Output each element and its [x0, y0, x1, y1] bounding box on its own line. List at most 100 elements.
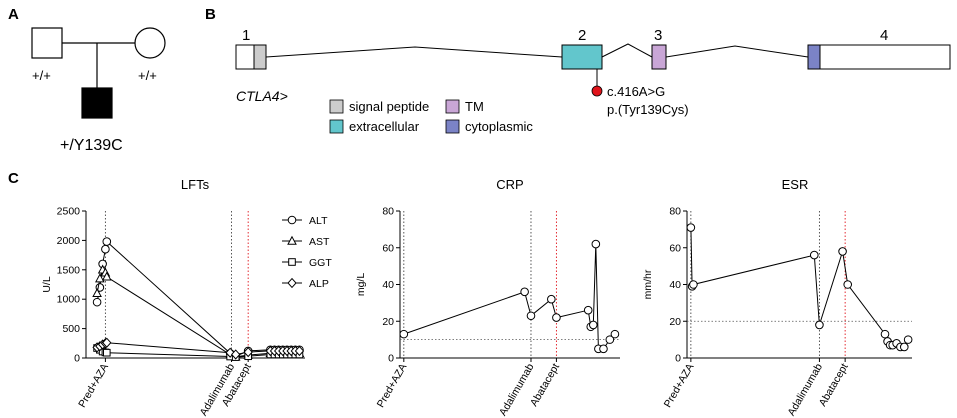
exon-2-number: 2 — [578, 27, 586, 44]
esr-point-esr — [809, 250, 819, 260]
father-symbol — [31, 27, 63, 59]
legend-label-extracellular: extracellular — [349, 119, 420, 134]
esr-xtick-label-pred-aza: Pred+AZA — [662, 362, 697, 410]
legend-swatch-extracellular — [329, 119, 344, 134]
crp-point-crp — [399, 329, 409, 339]
lfts-point-alt — [101, 244, 110, 254]
panel-letter-a: A — [8, 6, 19, 23]
crp-ytick-label: 0 — [388, 353, 394, 365]
lfts-ytick-label: 500 — [62, 323, 80, 335]
proband-symbol — [81, 87, 113, 119]
lfts-ylabel: U/L — [41, 276, 53, 293]
crp-point-crp — [520, 287, 529, 297]
lfts-line-ast — [96, 268, 300, 358]
esr-ytick-label: 0 — [675, 353, 681, 365]
lfts-ytick-label: 1000 — [57, 294, 81, 306]
legend-swatch-cytoplasmic — [445, 119, 460, 134]
esr-ytick-label: 60 — [669, 242, 681, 254]
crp-xtick-label-pred-aza: Pred+AZA — [375, 362, 410, 410]
crp-point-crp — [605, 335, 615, 344]
esr-line-esr — [690, 227, 909, 348]
esr-series-esr — [686, 223, 913, 352]
crp-line-crp — [403, 244, 616, 350]
crp-point-crp — [547, 294, 556, 304]
crp-point-crp — [583, 305, 593, 315]
lfts-series-alt — [92, 237, 304, 361]
mother-symbol — [134, 27, 166, 59]
exon-1-signal-peptide — [253, 44, 267, 70]
crp-xtick-label-adalimumab: Adalimumab — [497, 361, 537, 418]
crp-title: CRP — [496, 177, 523, 192]
esr-ytick-label: 20 — [669, 316, 681, 328]
intron-1 — [265, 46, 563, 58]
lfts-point-ast — [101, 271, 112, 281]
crp-ylabel: mg/L — [355, 273, 367, 297]
legend-marker-ast — [287, 235, 297, 245]
lfts-point-ast — [92, 288, 102, 298]
crp-ytick-label: 40 — [382, 279, 394, 291]
esr-title: ESR — [782, 177, 809, 192]
exon-3-number: 3 — [654, 27, 662, 44]
lfts-point-alt — [92, 297, 102, 307]
lfts-point-alp — [243, 346, 253, 358]
esr-ylabel: mm/hr — [642, 269, 654, 299]
lfts-ytick-label: 1500 — [57, 264, 81, 276]
proband-genotype: +/Y139C — [60, 137, 123, 154]
legend-marker-ggt — [288, 258, 296, 266]
crp-ytick-label: 20 — [382, 316, 394, 328]
legend-label-cytoplasmic: cytoplasmic — [465, 119, 533, 134]
variant-dot — [591, 85, 603, 97]
lfts-point-alt — [102, 237, 112, 246]
crp-ytick-label: 80 — [382, 206, 394, 218]
esr-point-esr — [815, 320, 824, 330]
esr-point-esr — [689, 280, 698, 289]
legend-label-tm: TM — [465, 99, 484, 114]
intron-3 — [665, 45, 809, 58]
crp-point-crp — [588, 320, 598, 330]
legend-label-ast: AST — [309, 236, 330, 248]
intron-2 — [601, 43, 653, 58]
esr-point-esr — [838, 247, 847, 256]
exon-4-cytoplasmic — [807, 44, 821, 70]
legend-marker-alt — [287, 215, 297, 225]
legend-swatch-tm — [445, 99, 460, 114]
lfts-series-alp — [92, 337, 305, 360]
lfts-ytick-label: 2500 — [57, 206, 81, 218]
esr-ytick-label: 80 — [669, 206, 681, 218]
exon-1-utr — [235, 44, 255, 70]
father-genotype: +/+ — [32, 68, 51, 83]
variant-cdna: c.416A>G — [607, 84, 665, 99]
variant-protein: p.(Tyr139Cys) — [607, 102, 689, 117]
esr-ytick-label: 40 — [669, 279, 681, 291]
esr-point-esr — [686, 223, 696, 232]
lfts-line-alt — [96, 240, 300, 357]
exon-1-number: 1 — [242, 27, 250, 44]
exon-4-utr — [819, 44, 951, 70]
exon-4-number: 4 — [880, 27, 888, 44]
mother-genotype: +/+ — [138, 68, 157, 83]
lfts-point-alp — [102, 337, 112, 348]
lfts-ytick-label: 2000 — [57, 235, 81, 247]
crp-point-crp — [610, 329, 620, 339]
exon-3-tm — [651, 44, 667, 70]
legend-marker-alp — [287, 277, 297, 289]
legend-label-alp: ALP — [309, 278, 329, 290]
gene-name: CTLA4> — [236, 88, 288, 104]
lfts-point-alp — [231, 349, 241, 360]
exon-2-extracellular — [561, 44, 603, 70]
lfts-xtick-label-pred-aza: Pred+AZA — [76, 362, 111, 410]
lfts-point-alp — [294, 345, 305, 357]
pedigree: +/+ +/+ +/Y139C — [31, 27, 166, 154]
panel-letter-b: B — [205, 6, 216, 23]
panel-letter-c: C — [8, 170, 19, 187]
esr-point-esr — [899, 342, 909, 352]
esr-point-esr — [843, 280, 853, 289]
esr-xtick-label-adalimumab: Adalimumab — [785, 361, 825, 418]
legend-swatch-signal-peptide — [329, 99, 344, 114]
crp-point-crp — [526, 311, 536, 321]
